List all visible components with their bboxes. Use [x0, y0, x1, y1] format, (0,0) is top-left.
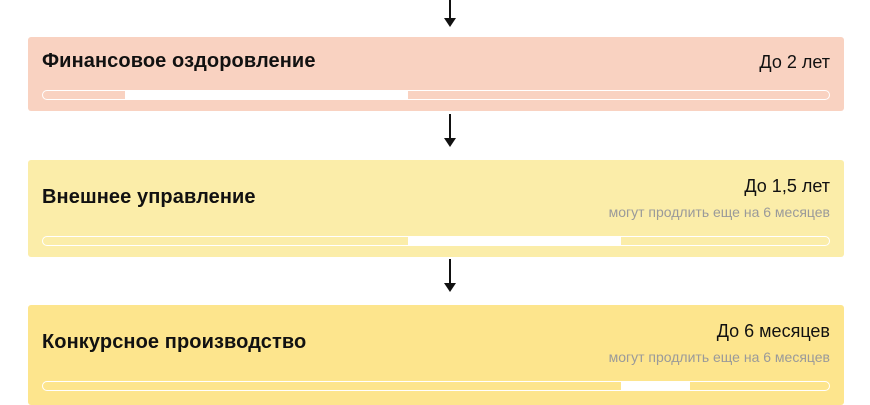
arrow-down-icon	[444, 259, 456, 293]
stage-duration: До 6 месяцев	[716, 321, 830, 341]
stage-title: Финансовое оздоровление	[42, 50, 316, 72]
timeline-segment	[407, 237, 621, 245]
stage-title: Внешнее управление	[42, 186, 256, 208]
stage-bankruptcy-proceedings: Конкурсное производство До 6 месяцев мог…	[28, 305, 844, 405]
stage-extension-note: могут продлить еще на 6 месяцев	[608, 349, 830, 365]
timeline-track	[42, 381, 830, 391]
timeline-segment	[124, 91, 408, 99]
timeline-track	[42, 236, 830, 246]
stage-title: Конкурсное производство	[42, 331, 307, 353]
arrow-down-icon	[444, 114, 456, 148]
stage-external-management: Внешнее управление До 1,5 лет могут прод…	[28, 160, 844, 257]
stage-duration: До 2 лет	[759, 52, 830, 72]
stage-financial-recovery: Финансовое оздоровление До 2 лет	[28, 37, 844, 111]
arrow-down-icon	[444, 0, 456, 28]
stage-duration: До 1,5 лет	[744, 176, 830, 196]
timeline-track	[42, 90, 830, 100]
timeline-segment	[620, 382, 690, 390]
stage-extension-note: могут продлить еще на 6 месяцев	[608, 204, 830, 220]
